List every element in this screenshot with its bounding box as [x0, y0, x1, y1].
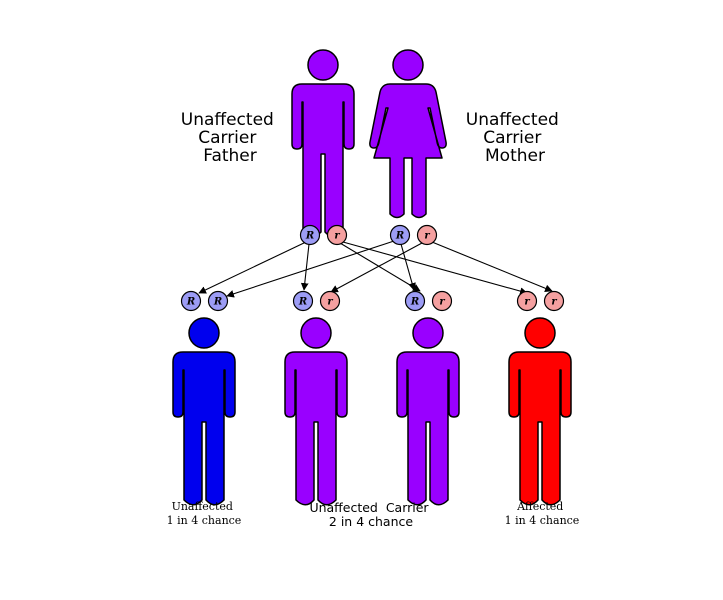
child-2-figure	[284, 317, 348, 506]
mother-body	[369, 83, 447, 219]
child-4-allele-recessive: r	[543, 290, 565, 312]
mother-allele-letter: R	[395, 231, 404, 242]
arrow-father-R-to-child-1	[198, 241, 307, 294]
caption-affected-line-1: Affected	[516, 500, 563, 513]
mother-allele-recessive: r	[416, 224, 438, 246]
child-2-allele-letter: R	[298, 297, 307, 308]
father-body	[291, 83, 355, 238]
child-1-allele-letter: R	[186, 297, 195, 308]
father-allele-letter: r	[334, 231, 340, 242]
arrow-mother-r-to-child-4	[431, 241, 553, 292]
caption-unaffected-line-2: 1 in 4 chance	[167, 514, 242, 527]
child-2-head	[300, 317, 332, 349]
inheritance-arrows	[198, 240, 553, 298]
child-2-allele-dominant: R	[292, 290, 314, 312]
caption-carrier-line-1: Unaffected Carrier	[309, 500, 429, 515]
child-4-allele-circle	[516, 290, 538, 312]
father-allele-circle	[299, 224, 321, 246]
child-4-allele-letter: r	[524, 297, 530, 308]
child-1-figure	[172, 317, 236, 506]
child-2-allele-letter: r	[327, 297, 333, 308]
child-3-figure	[396, 317, 460, 506]
child-4-allele-recessive: r	[516, 290, 538, 312]
mother-figure	[369, 49, 447, 219]
father-label-line-2: Carrier	[198, 128, 256, 148]
father-label-line-1: Unaffected	[181, 110, 274, 130]
arrow-father-r-to-child-4	[342, 241, 528, 295]
child-3-allele-dominant: R	[404, 290, 426, 312]
child-4-figure	[508, 317, 572, 506]
child-4-head	[524, 317, 556, 349]
child-3-head	[412, 317, 444, 349]
father-figure	[291, 49, 355, 238]
mother-label: Unaffected Carrier Mother	[466, 110, 564, 166]
father-allele-letter: R	[305, 231, 314, 242]
mother-label-line-1: Unaffected	[466, 110, 559, 130]
mother-head	[392, 49, 424, 81]
father-head	[307, 49, 339, 81]
arrow-mother-r-to-child-2	[330, 242, 423, 293]
child-3-allele-circle	[431, 290, 453, 312]
child-3-allele-circle	[404, 290, 426, 312]
father-label-line-3: Father	[203, 146, 257, 166]
child-1-allele-circle	[180, 290, 202, 312]
child-3-allele-letter: R	[410, 297, 419, 308]
father-allele-recessive: r	[326, 224, 348, 246]
mother-allele-letter: r	[424, 231, 430, 242]
children-figures	[172, 317, 572, 506]
mother-label-line-2: Carrier	[483, 128, 541, 148]
caption-affected: Affected 1 in 4 chance	[505, 500, 580, 527]
father-allele-circle	[326, 224, 348, 246]
child-2-allele-recessive: r	[319, 290, 341, 312]
child-2-allele-circle	[319, 290, 341, 312]
caption-unaffected: Unaffected 1 in 4 chance	[167, 500, 242, 527]
father-label: Unaffected Carrier Father	[181, 110, 279, 166]
child-1-allele-letter: R	[213, 297, 222, 308]
arrow-mother-R-to-child-1	[226, 240, 395, 298]
caption-carrier: Unaffected Carrier 2 in 4 chance	[309, 500, 432, 529]
child-4-allele-circle	[543, 290, 565, 312]
caption-carrier-line-2: 2 in 4 chance	[329, 514, 413, 529]
child-4-allele-letter: r	[551, 297, 557, 308]
mother-allele-circle	[416, 224, 438, 246]
child-1-body	[172, 351, 236, 506]
arrow-father-R-to-child-2	[300, 243, 310, 291]
child-1-allele-circle	[207, 290, 229, 312]
child-1-allele-dominant: R	[207, 290, 229, 312]
child-3-allele-letter: r	[439, 297, 445, 308]
child-2-allele-circle	[292, 290, 314, 312]
caption-affected-line-2: 1 in 4 chance	[505, 514, 580, 527]
caption-unaffected-line-1: Unaffected	[172, 500, 233, 513]
father-allele-dominant: R	[299, 224, 321, 246]
child-3-allele-recessive: r	[431, 290, 453, 312]
arrow-father-r-to-child-3	[339, 242, 421, 292]
child-2-body	[284, 351, 348, 506]
child-1-head	[188, 317, 220, 349]
mother-allele-dominant: R	[389, 224, 411, 246]
mother-label-line-3: Mother	[485, 146, 545, 166]
arrow-mother-R-to-child-3	[400, 243, 416, 291]
child-4-body	[508, 351, 572, 506]
child-3-body	[396, 351, 460, 506]
mother-allele-circle	[389, 224, 411, 246]
child-1-allele-dominant: R	[180, 290, 202, 312]
